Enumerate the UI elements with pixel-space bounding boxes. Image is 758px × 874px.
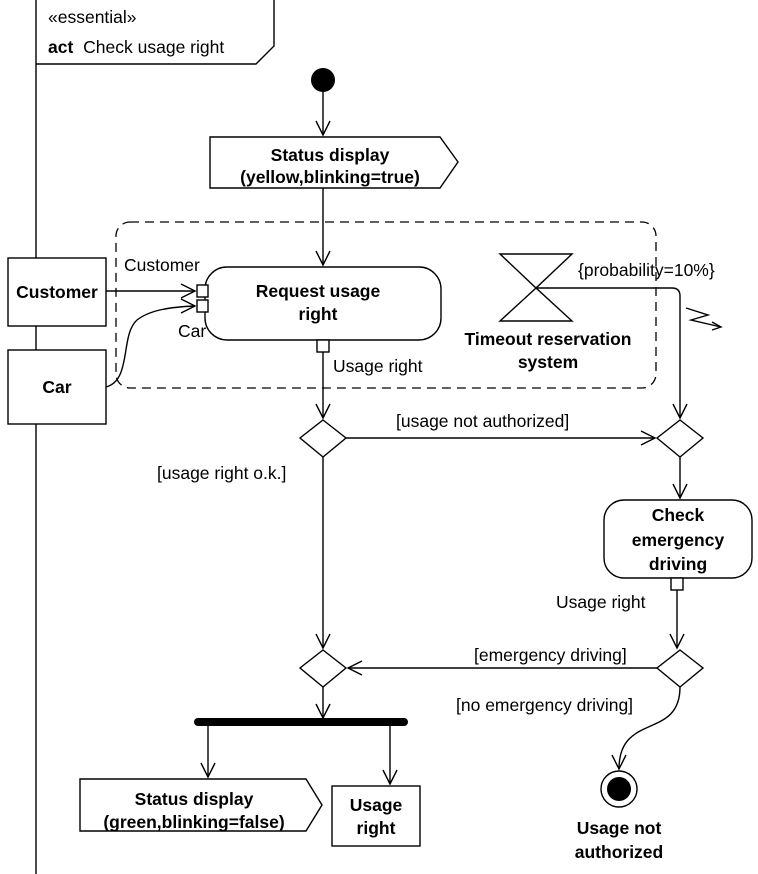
frame-keyword: act <box>48 37 73 57</box>
pin-usage-right-2-label: Usage right <box>556 592 646 612</box>
check-emergency-line3: driving <box>649 554 707 574</box>
arrowhead <box>640 430 657 446</box>
flow-no-emergency <box>618 686 681 770</box>
request-usage-right-line1: Request usage <box>256 281 381 301</box>
activity-final-node-inner <box>607 777 631 801</box>
arrowhead <box>382 769 398 786</box>
request-usage-right-line2: right <box>299 304 338 324</box>
status-display-top-line1: Status display <box>271 145 390 165</box>
arrowhead <box>315 250 331 267</box>
timeout-line2: system <box>518 352 578 372</box>
merge-node-granted <box>298 649 348 688</box>
check-emergency-line1: Check <box>652 505 705 525</box>
hourglass-bottom <box>498 287 574 322</box>
arrowhead <box>180 298 197 314</box>
interrupt-lightning-icon <box>685 307 722 328</box>
merge-node-unauthorized <box>655 419 705 458</box>
arrowhead <box>180 283 197 299</box>
hourglass-top <box>498 253 574 289</box>
guard-emergency-driving: [emergency driving] <box>474 645 627 665</box>
pin-car-label: Car <box>178 321 206 341</box>
status-display-bottom-signal <box>79 778 323 832</box>
decision-node-emergency <box>655 649 705 688</box>
arrowhead <box>315 633 331 650</box>
arrowhead <box>315 703 331 720</box>
arrowhead <box>346 660 363 676</box>
guard-not-authorized: [usage not authorized] <box>396 411 569 431</box>
arrowhead <box>669 633 685 650</box>
arrowhead <box>315 120 331 137</box>
activity-frame <box>35 0 275 874</box>
flow-timeout-interrupt <box>536 287 681 418</box>
flow-car-to-pin <box>105 305 196 388</box>
customer-object-label: Customer <box>16 282 98 302</box>
final-label-line1: Usage not <box>577 818 662 838</box>
decision-node-authorization <box>298 419 348 458</box>
initial-node <box>311 68 335 92</box>
status-display-top-line2: (yellow,blinking=true) <box>240 167 420 187</box>
status-display-top-signal <box>209 136 459 189</box>
usage-right-output-pin <box>316 339 330 353</box>
frame-stereotype: «essential» <box>48 7 137 27</box>
customer-object-node <box>7 257 107 327</box>
arrowhead <box>672 403 688 420</box>
interrupt-lightning-arrowhead <box>711 321 723 331</box>
frame-activity-name: Check usage right <box>83 37 224 57</box>
status-display-bottom-line2: (green,blinking=false) <box>103 812 284 832</box>
usage-right-object-node <box>331 785 421 847</box>
car-input-pin <box>196 299 209 313</box>
car-object-node <box>7 349 107 425</box>
arrowhead <box>315 403 331 420</box>
probability-label: {probability=10%} <box>578 260 715 280</box>
car-object-label: Car <box>42 377 71 397</box>
guard-no-emergency-driving: [no emergency driving] <box>456 695 633 715</box>
check-emergency-line2: emergency <box>632 530 725 550</box>
arrowhead <box>611 754 627 771</box>
arrowhead <box>672 483 688 500</box>
usage-right-output-pin-2 <box>670 577 684 591</box>
pin-usage-right-label: Usage right <box>333 356 423 376</box>
status-display-bottom-line1: Status display <box>135 789 254 809</box>
final-label-line2: authorized <box>575 842 663 862</box>
customer-input-pin <box>196 284 209 298</box>
arrowhead <box>200 762 216 779</box>
usage-right-object-line1: Usage <box>350 795 403 815</box>
interruptible-region <box>115 221 657 389</box>
frame-title: act Check usage right <box>48 37 224 57</box>
timeout-line1: Timeout reservation <box>465 329 632 349</box>
pin-customer-label: Customer <box>124 255 200 275</box>
guard-usage-ok: [usage right o.k.] <box>157 463 286 483</box>
control-flows <box>105 92 688 786</box>
usage-right-object-line2: right <box>357 818 396 838</box>
